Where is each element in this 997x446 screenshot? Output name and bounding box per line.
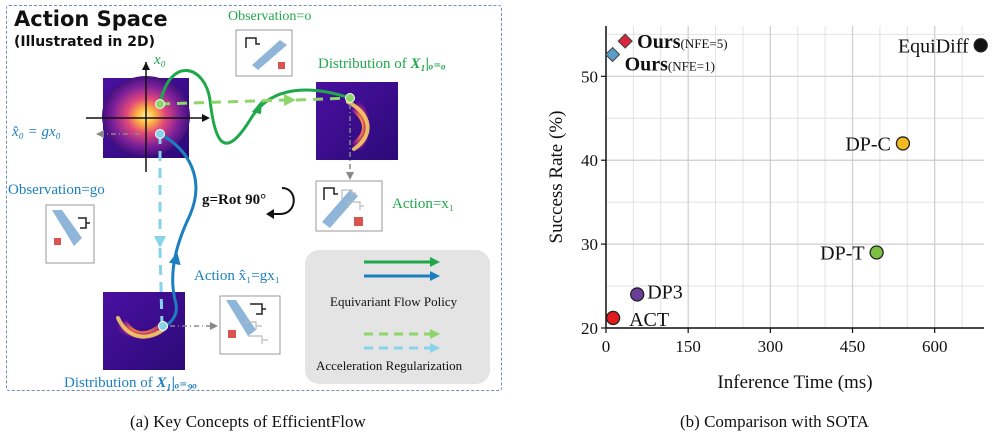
y-tick-label: 40 bbox=[581, 151, 598, 170]
point-act-marker bbox=[605, 310, 621, 326]
legend-acceleration-label: Acceleration Regularization bbox=[316, 358, 463, 373]
point-ours-marker bbox=[617, 33, 633, 49]
legend-equivariant-label: Equivariant Flow Policy bbox=[330, 294, 458, 309]
point-dp-c-marker bbox=[895, 136, 911, 151]
y-tick-label: 30 bbox=[581, 235, 598, 254]
point-suffix: (NFE=1) bbox=[668, 59, 715, 74]
point-dp3-marker bbox=[630, 287, 645, 302]
point-name: ACT bbox=[629, 309, 669, 331]
distribution-go-label: Distribution of X₁|ₒ₌₉ₒ bbox=[64, 373, 197, 392]
point-equidiff-label: EquiDiff bbox=[898, 35, 969, 57]
y-tick-label: 50 bbox=[581, 67, 598, 86]
y-tick-label: 20 bbox=[581, 319, 598, 338]
action-card-x1 bbox=[315, 180, 383, 232]
distribution-o-prefix: Distribution of bbox=[318, 56, 411, 72]
distribution-o-math: X₁|ₒ₌ₒ bbox=[410, 56, 446, 72]
point-dp-c-label: DP-C bbox=[845, 133, 891, 155]
y-axis-label: Success Rate (%) bbox=[546, 111, 567, 244]
action-space-subtitle: (Illustrated in 2D) bbox=[14, 34, 156, 50]
point-dp-t-marker bbox=[869, 245, 884, 260]
point-name: DP3 bbox=[647, 281, 683, 303]
x0-label: x₀ bbox=[154, 52, 166, 68]
x-tick-label: 150 bbox=[675, 337, 701, 356]
point-equidiff-marker bbox=[973, 38, 988, 53]
point-name: DP-C bbox=[845, 133, 891, 155]
point-dp3-label: DP3 bbox=[647, 281, 683, 303]
legend-box bbox=[305, 250, 490, 384]
distribution-go-math: X₁|ₒ₌₉ₒ bbox=[156, 375, 197, 391]
x-axis-label: Inference Time (ms) bbox=[717, 372, 872, 393]
action-x1-label: Action=x₁ bbox=[392, 196, 455, 212]
panel-a-diagram bbox=[45, 29, 490, 384]
x-tick-label: 600 bbox=[922, 337, 948, 356]
action-space-title: Action Space bbox=[14, 7, 168, 31]
point-suffix: (NFE=5) bbox=[681, 36, 728, 51]
observation-o-label: Observation=o bbox=[228, 9, 312, 24]
caption-b: (b) Comparison with SOTA bbox=[680, 412, 869, 431]
hat-x0-label: x̂₀ = gx₀ bbox=[12, 124, 61, 140]
point-name: Ours bbox=[637, 31, 681, 53]
action-card-hat-x1 bbox=[219, 295, 281, 355]
point-ours-marker bbox=[604, 46, 621, 63]
observation-card-go bbox=[45, 204, 95, 264]
x-tick-label: 300 bbox=[758, 337, 784, 356]
point-ours-label: Ours(NFE=5) bbox=[637, 31, 727, 53]
x-tick-label: 0 bbox=[602, 337, 611, 356]
action-space-box bbox=[6, 5, 502, 391]
point-name: Ours bbox=[625, 54, 669, 76]
point-name: DP-T bbox=[820, 243, 864, 265]
point-ours-label: Ours(NFE=1) bbox=[625, 54, 715, 76]
distribution-o-label: Distribution of X₁|ₒ₌ₒ bbox=[318, 54, 446, 73]
rotation-label: g=Rot 90° bbox=[202, 192, 267, 208]
caption-a: (a) Key Concepts of EfficientFlow bbox=[130, 412, 366, 431]
distribution-go-prefix: Distribution of bbox=[64, 375, 157, 391]
point-act-label: ACT bbox=[629, 309, 669, 331]
point-dp-t-label: DP-T bbox=[820, 243, 864, 265]
observation-go-label: Observation=go bbox=[8, 182, 105, 198]
observation-card-o bbox=[235, 29, 293, 77]
action-hat-x1-label: Action x̂₁=gx₁ bbox=[194, 268, 280, 284]
x-tick-label: 450 bbox=[840, 337, 866, 356]
point-name: EquiDiff bbox=[898, 35, 969, 57]
